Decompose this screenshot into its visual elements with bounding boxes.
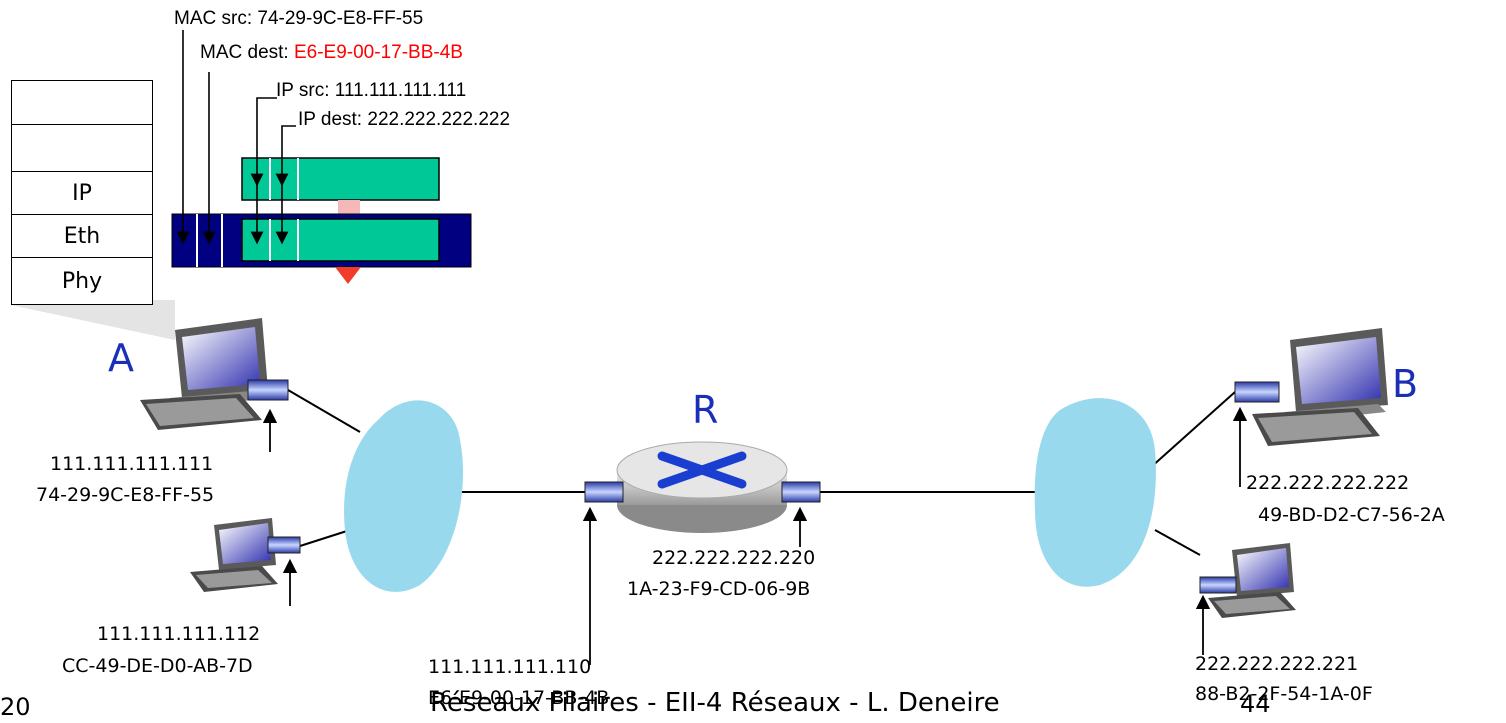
stack-layer-app: [11, 80, 153, 125]
footer-title: Réseaux Filaires - EII-4 Réseaux - L. De…: [430, 688, 1000, 718]
host-b2-ip: 222.222.222.221: [1195, 653, 1359, 675]
ip-src-value: 111.111.111.111: [334, 80, 467, 101]
host-a-mac: 74-29-9C-E8-FF-55: [36, 484, 215, 506]
mac-src-value: 74-29-9C-E8-FF-55: [257, 8, 424, 29]
router-label: R: [692, 388, 719, 432]
subnet-cloud-right: [1034, 398, 1156, 587]
host-b-computer-icon: [1252, 328, 1388, 446]
mac-dest-label: MAC dest:: [200, 42, 289, 63]
router-left-ip: 111.111.111.110: [428, 656, 592, 678]
host-a2-mac: CC-49-DE-D0-AB-7D: [62, 655, 253, 677]
down-arrow-red-icon: [335, 267, 361, 284]
router-left-mac: E6-E9-00-17-BB-4B: [428, 687, 610, 709]
ip-dest-value: 222.222.222.222: [367, 109, 511, 130]
ip-datagram-upper: [241, 157, 440, 201]
host-a2-nic-icon: [267, 536, 301, 554]
mac-src-label: MAC src:: [174, 8, 253, 29]
host-a2-ip: 111.111.111.112: [97, 623, 261, 645]
ip-src-label: IP src:: [276, 80, 330, 101]
host-b-ip: 222.222.222.222: [1246, 472, 1410, 494]
host-b-mac: 49-BD-D2-C7-56-2A: [1258, 504, 1445, 526]
ip-datagram-in-frame: [241, 218, 440, 262]
ip-dest-label: IP dest:: [298, 109, 363, 130]
host-b2-mac: 88-B2-2F-54-1A-0F: [1195, 683, 1373, 705]
router-right-nic-icon: [781, 481, 821, 503]
host-a-computer-icon: [140, 318, 270, 430]
ip-dest-field: IP dest: 222.222.222.222: [298, 109, 510, 131]
host-a-ip: 111.111.111.111: [50, 453, 214, 475]
stack-layer-eth: Eth: [11, 214, 153, 258]
pink-connector: [338, 200, 360, 214]
stack-layer-ip: IP: [11, 171, 153, 215]
router-icon: [616, 441, 788, 533]
subnet-cloud-left: [344, 400, 464, 592]
host-a-label: A: [108, 336, 134, 380]
mac-dest-value: E6-E9-00-17-BB-4B: [293, 42, 463, 63]
mac-dest-field: MAC dest: E6-E9-00-17-BB-4B: [200, 42, 463, 64]
host-b2-computer-icon: [1208, 543, 1296, 618]
host-b-nic-icon: [1234, 381, 1280, 403]
host-b2-nic-icon: [1199, 576, 1237, 594]
router-left-nic-icon: [584, 481, 624, 503]
router-right-ip: 222.222.222.220: [652, 547, 816, 569]
callout-wedge: [11, 300, 175, 340]
address-arrows: [262, 406, 1248, 665]
host-a-nic-icon: [247, 379, 289, 401]
footer-left-number: 20: [0, 693, 31, 721]
header-pointers: [176, 30, 296, 245]
stack-layer-phy: Phy: [11, 257, 153, 305]
router-right-mac: 1A-23-F9-CD-06-9B: [627, 578, 811, 600]
page-number: 44: [1240, 690, 1271, 718]
mac-src-field: MAC src: 74-29-9C-E8-FF-55: [174, 8, 423, 30]
host-b-label: B: [1392, 362, 1419, 406]
stack-layer-transport: [11, 124, 153, 172]
ip-src-field: IP src: 111.111.111.111: [276, 80, 466, 102]
links: [287, 389, 1236, 556]
host-a2-computer-icon: [190, 518, 278, 592]
